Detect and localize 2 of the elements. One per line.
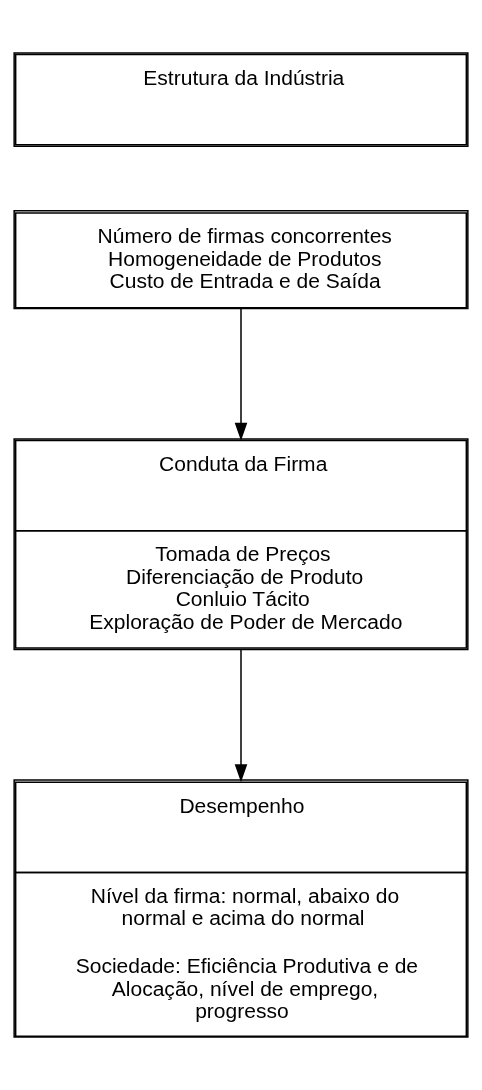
arrow (234, 649, 248, 783)
arrow (234, 308, 248, 441)
